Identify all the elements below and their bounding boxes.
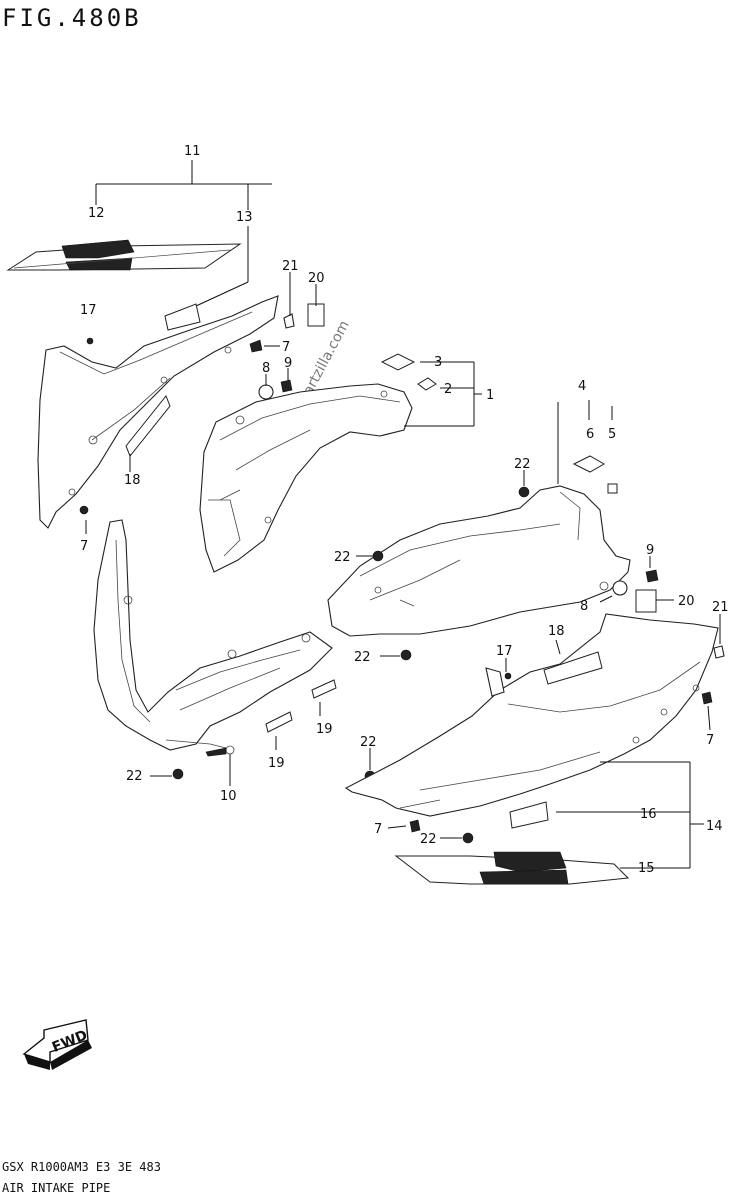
bracket-group-14 <box>556 761 704 869</box>
callout-17-lower: 17 <box>496 644 513 659</box>
decal-16 <box>509 801 549 829</box>
callout-7-left: 7 <box>80 539 88 554</box>
callout-numbers: 11 12 13 21 20 17 7 3 8 9 2 1 4 6 5 18 2… <box>80 144 729 876</box>
callout-17-upper: 17 <box>80 303 97 318</box>
callout-7-right: 7 <box>706 733 714 748</box>
callout-18-right: 18 <box>548 624 565 639</box>
decal-19-upper <box>311 679 337 699</box>
callout-22-e: 22 <box>360 735 377 750</box>
callout-3: 3 <box>434 355 442 370</box>
callout-12: 12 <box>88 206 105 221</box>
nut-7-lower <box>409 819 421 833</box>
decal-15 <box>394 851 630 885</box>
bracket-group-1 <box>404 361 482 427</box>
pad-3 <box>380 353 416 371</box>
grommet-8-lower <box>612 580 628 596</box>
callout-16: 16 <box>640 807 657 822</box>
bolt-22-c <box>400 649 412 661</box>
left-lower-side-cowl <box>93 519 333 757</box>
callout-13: 13 <box>236 210 253 225</box>
decal-13 <box>164 303 201 331</box>
left-upper-side-cowl <box>37 295 279 529</box>
nut-7-upper <box>249 339 263 353</box>
pad-20-lower <box>635 589 657 613</box>
callout-11: 11 <box>184 144 201 159</box>
callout-21-lower: 21 <box>712 600 729 615</box>
callout-20-lower: 20 <box>678 594 695 609</box>
air-intake-pipe-1 <box>199 383 413 573</box>
callout-2: 2 <box>444 382 452 397</box>
decal-18-left <box>125 395 171 457</box>
decal-18-right <box>543 651 603 685</box>
callout-19-upper: 19 <box>316 722 333 737</box>
leader-lines <box>85 272 721 839</box>
bracket-group-4 <box>588 400 613 420</box>
callout-8-upper: 8 <box>262 361 270 376</box>
pad-6 <box>572 455 606 473</box>
callout-19-lower: 19 <box>268 756 285 771</box>
right-air-intake-duct <box>327 485 631 637</box>
bracket-group-11 <box>95 160 272 307</box>
callout-18-left: 18 <box>124 473 141 488</box>
pad-5 <box>607 483 618 494</box>
callout-9-lower: 9 <box>646 543 654 558</box>
callout-9-upper: 9 <box>284 356 292 371</box>
callout-5: 5 <box>608 427 616 442</box>
callout-22-f: 22 <box>420 832 437 847</box>
screw-9-lower <box>645 569 659 583</box>
figure-title: FIG.480B <box>2 4 142 32</box>
fwd-arrow: FWD <box>22 1019 92 1070</box>
callout-7-upper: 7 <box>282 340 290 355</box>
callout-21-upper: 21 <box>282 259 299 274</box>
callout-8-lower: 8 <box>580 599 588 614</box>
footer-code: GSX R1000AM3 E3 3E 483 <box>2 1160 161 1174</box>
screw-9-upper <box>280 379 293 393</box>
callout-6: 6 <box>586 427 594 442</box>
callout-4: 4 <box>578 379 586 394</box>
bolt-22-b <box>372 550 384 562</box>
clip-21-lower <box>713 645 725 659</box>
bolt-22-f <box>462 832 474 844</box>
right-lower-side-cowl <box>344 613 719 817</box>
callout-22-a: 22 <box>514 457 531 472</box>
bolt-22-a <box>518 486 530 498</box>
callout-1: 1 <box>486 388 494 403</box>
decal-12 <box>6 239 242 271</box>
callout-14: 14 <box>706 819 723 834</box>
footer-caption: AIR INTAKE PIPE <box>2 1181 111 1195</box>
clip-21-upper <box>283 313 295 329</box>
decal-19-lower <box>265 711 293 733</box>
callout-7-lower: 7 <box>374 822 382 837</box>
callout-22-b: 22 <box>334 550 351 565</box>
callout-22-c: 22 <box>354 650 371 665</box>
pad-20-upper <box>307 303 325 327</box>
nut-7-right <box>701 691 713 705</box>
callout-15: 15 <box>638 861 655 876</box>
callout-22-d: 22 <box>126 769 143 784</box>
callout-20-upper: 20 <box>308 271 325 286</box>
grommet-8-upper <box>258 384 274 400</box>
clip-2 <box>417 377 437 391</box>
callout-10: 10 <box>220 789 237 804</box>
bolt-22-d <box>172 768 184 780</box>
